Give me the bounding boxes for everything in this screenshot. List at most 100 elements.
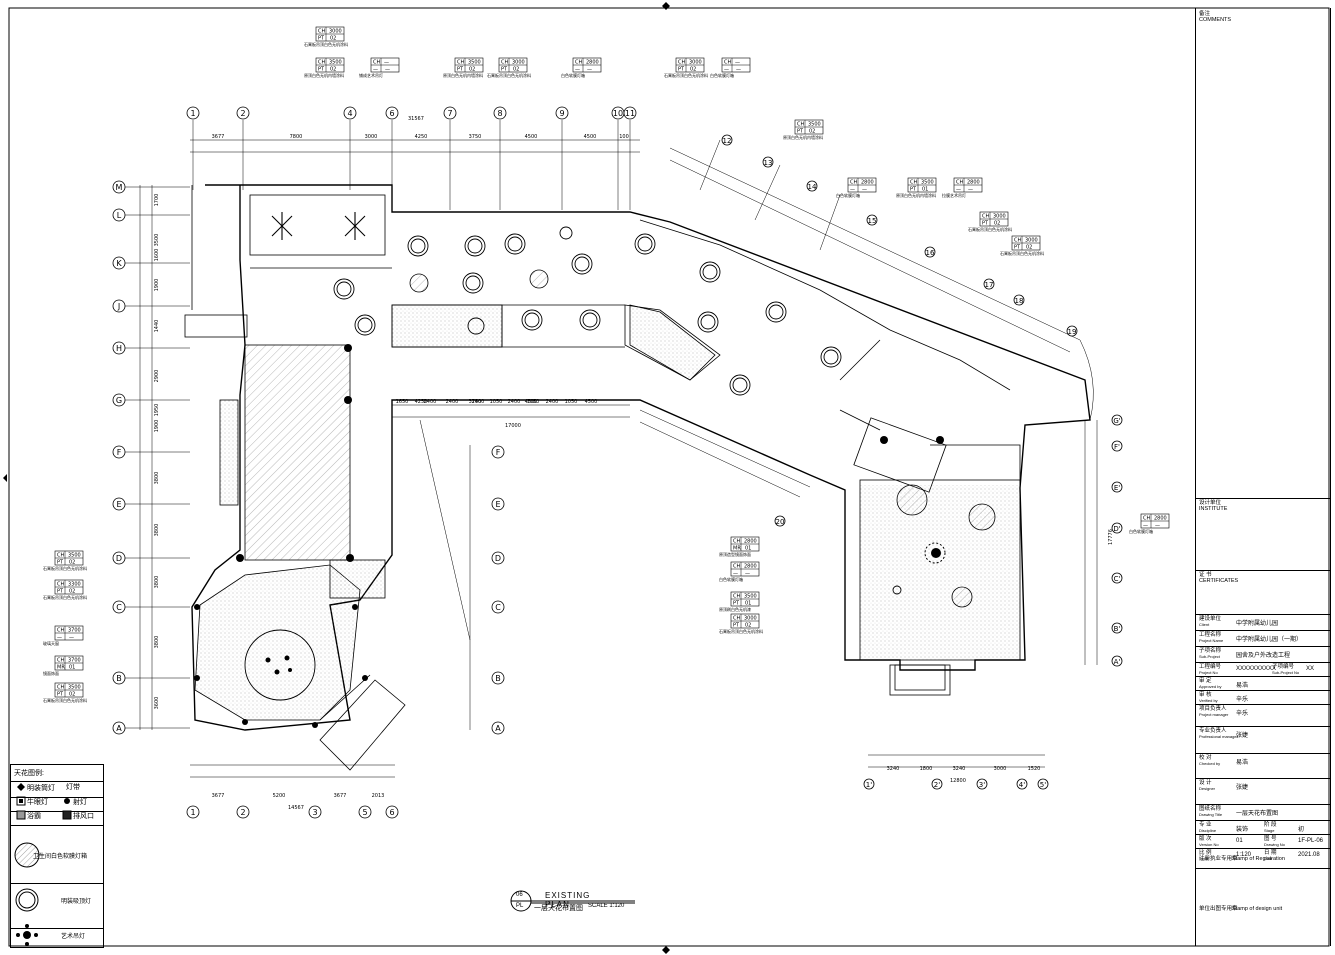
chandeliers	[271, 212, 366, 240]
hatched-lights	[409, 269, 996, 608]
grid-right-5: A	[495, 724, 501, 733]
tag-chv: 3000	[1025, 238, 1038, 244]
subproject-label: 子项名称	[1199, 648, 1222, 654]
grid-diag-0: 12	[723, 137, 732, 145]
grid-diag-7-circle	[1066, 325, 1078, 337]
tag-ch: CH	[956, 180, 963, 186]
tag-ptv: 01	[922, 187, 928, 193]
hatched-circle-icon	[13, 841, 41, 871]
tag-ptv: 02	[69, 589, 75, 595]
dims-mid-10: 3750	[469, 399, 482, 405]
tag-pt: PT	[982, 221, 989, 227]
scale-value: 1:120	[1236, 852, 1252, 858]
tag-ch: CH	[57, 685, 64, 691]
verified-label-en: Verified by	[1199, 698, 1218, 703]
grid-right-3: C	[495, 603, 501, 612]
cert-label-en: CERTIFICATES	[1199, 578, 1239, 584]
grid-bottom2-4-circle	[1037, 778, 1049, 790]
tag-ptv: —	[69, 635, 74, 641]
grid-top-3: 6	[389, 109, 394, 118]
chandelier-icon	[13, 921, 41, 951]
subproject-value: 园舍及户外改造工程	[1236, 653, 1291, 659]
approved-label: 审 定	[1199, 678, 1212, 684]
tag-pt: PT	[910, 187, 917, 193]
tag-pt: MR	[57, 665, 65, 671]
sub-no-label-en: Sub-Project No	[1272, 670, 1300, 675]
diamond-icon	[13, 781, 27, 797]
building-outline	[191, 184, 1091, 731]
tag-note: 白色软膜灯箱	[710, 72, 734, 78]
grid-diag-7: 19	[1068, 328, 1077, 336]
dims-mid-5: 2400	[508, 399, 521, 405]
tag-ptv: —	[968, 187, 973, 193]
grid-top-8-circle	[623, 106, 637, 120]
tag-ch: CH	[575, 60, 582, 66]
tag-ch: CH	[318, 60, 325, 66]
tag-ch: CH	[733, 539, 740, 545]
tag-note: 原顶白色无机内墙涂料	[783, 134, 823, 140]
grid-right2-4: C'	[1114, 575, 1121, 583]
tag-ch: CH	[57, 582, 64, 588]
dims-top-0: 3677	[212, 134, 225, 140]
dims-top-7: 100	[619, 134, 629, 140]
sub-no-value: XX	[1306, 666, 1315, 672]
grid-top-5-circle	[493, 106, 507, 120]
design-value: 张婕	[1236, 785, 1249, 791]
grid-diag-6: 18	[1015, 297, 1024, 305]
tag-ptv: 02	[513, 67, 519, 73]
grid-left-0: M	[116, 183, 123, 192]
grid-top-4: 7	[447, 109, 452, 118]
grid-top-1-circle	[236, 106, 250, 120]
dims-left-7: 1900	[154, 420, 160, 433]
tag-ptv: 02	[330, 36, 336, 42]
prof-value: 张婕	[1236, 733, 1249, 739]
top-grid-axes	[190, 120, 640, 210]
grid-right2-6: A'	[1114, 658, 1121, 666]
drawing-title-label: 图纸名称	[1199, 806, 1222, 812]
tag-pt: PT	[1014, 245, 1021, 251]
pm-value: 辛乐	[1236, 711, 1249, 717]
tag-pt: PT	[797, 129, 804, 135]
tag-chv: 3500	[744, 594, 757, 600]
grid-bottom2-1: 2'	[934, 781, 940, 789]
legend-label: 明装筒灯	[27, 785, 55, 792]
grid-right-0-circle	[491, 445, 505, 459]
tag-chv: 3500	[329, 60, 342, 66]
stage-value: 初	[1298, 827, 1305, 833]
dim-right-total: 17776	[1108, 529, 1114, 545]
grid-top-6: 9	[559, 109, 564, 118]
grid-left-3: J	[117, 302, 120, 311]
prof-label-en: Professional manager	[1199, 734, 1238, 739]
grid-right2-2: E'	[1114, 484, 1120, 492]
tag-note: 镜面饰面	[43, 670, 59, 676]
grid-left-10: B	[116, 674, 122, 683]
caption-scale: SCALE 1:120	[588, 903, 625, 909]
tag-note: 白色软膜灯箱	[836, 192, 860, 198]
tag-chv: 2800	[967, 180, 980, 186]
grid-left-2: K	[116, 259, 122, 268]
solid-square-icon	[59, 809, 73, 825]
tag-note: 石膏板吊顶白色无机涂料	[43, 697, 87, 703]
tag-note: 石膏板吊顶白色无机涂料	[487, 72, 531, 78]
grid-right2-3-circle	[1111, 522, 1123, 534]
ceiling-tag: CH———铺成艺术吊灯	[359, 57, 400, 78]
tag-ch: CH	[724, 60, 731, 66]
tag-pt: PT	[678, 67, 685, 73]
remarks-label: 备注	[1199, 11, 1211, 17]
tag-chv: 3000	[329, 29, 342, 35]
dims-left-8: 3800	[154, 472, 160, 485]
tag-pt: PT	[733, 623, 740, 629]
grid-right-2-circle	[491, 551, 505, 565]
grid-diag-3: 15	[868, 217, 877, 225]
tag-note: 石膏板吊顶白色无机涂料	[719, 628, 763, 634]
dims-r2-2: 3240	[953, 766, 966, 772]
dims-top-4: 3750	[469, 134, 482, 140]
legend-header: 灯带	[66, 784, 80, 791]
dims-r2-4: 1520	[1028, 766, 1041, 772]
tag-note: 玻璃天窗	[43, 640, 59, 646]
grid-diag-4: 16	[926, 249, 935, 257]
